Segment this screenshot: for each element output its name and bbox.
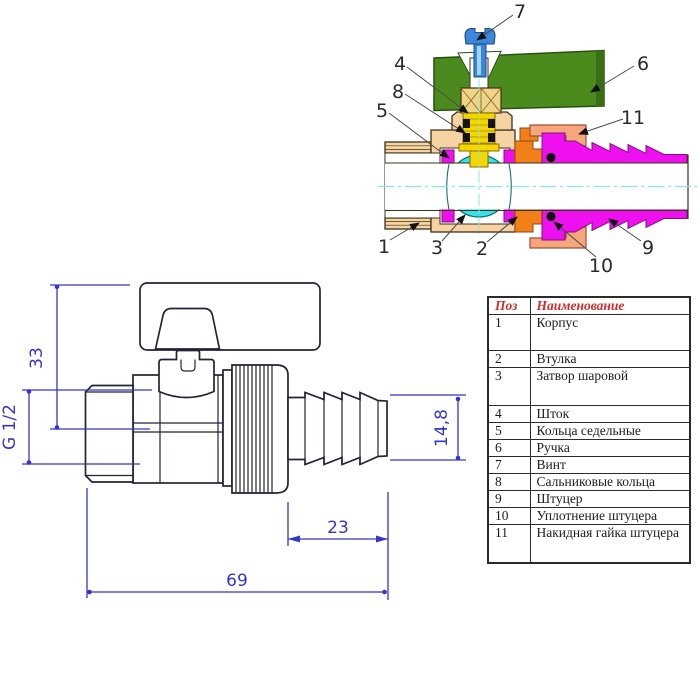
part-pos: 4	[487, 405, 531, 423]
thumb-grip	[154, 307, 221, 350]
dim-69: 69	[226, 571, 248, 591]
o-ring-bottom	[546, 211, 556, 222]
callout-9: 9	[642, 237, 654, 259]
part-name: Кольца седельные	[529, 422, 691, 440]
dim-33: 33	[27, 347, 47, 369]
part-name: Втулка	[529, 350, 691, 368]
callout-6: 6	[637, 53, 649, 75]
part-name: Корпус	[529, 314, 691, 351]
part-name: Шток	[529, 405, 691, 423]
part-pos: 10	[487, 507, 531, 525]
callout-11: 11	[621, 107, 645, 129]
part-pos: 9	[487, 490, 531, 508]
part-name: Накидная гайка штуцера	[529, 524, 691, 563]
o-ring-top	[546, 152, 556, 163]
hose-barb	[287, 391, 388, 466]
callout-4: 4	[394, 53, 406, 75]
part-pos: 7	[487, 456, 531, 474]
part-name: Затвор шаровой	[529, 367, 691, 406]
col-header-pos: Поз	[487, 296, 531, 315]
part-name: Ручка	[529, 439, 691, 457]
callout-10: 10	[589, 255, 613, 277]
leader-lines	[388, 14, 642, 258]
callout-7: 7	[514, 1, 526, 23]
callout-3: 3	[431, 237, 443, 259]
part-pos: 3	[487, 367, 531, 406]
stem-housing	[158, 349, 215, 399]
handle-shape	[433, 49, 605, 112]
callout-5: 5	[376, 100, 388, 122]
part-pos: 2	[487, 350, 531, 368]
part-pos: 1	[487, 314, 531, 351]
table-header-row: Поз Наименование	[487, 296, 691, 315]
dimensions: 33 G 1/2 14,8 23 69	[0, 284, 466, 600]
part-pos: 11	[487, 524, 531, 563]
part-name: Винт	[529, 456, 691, 474]
thread-end	[84, 384, 134, 483]
part-name: Сальниковые кольца	[529, 473, 691, 491]
dim-23: 23	[327, 518, 349, 538]
col-header-name: Наименование	[529, 296, 691, 315]
dimension-drawing: 33 G 1/2 14,8 23 69	[0, 282, 466, 600]
part-pos: 6	[487, 439, 531, 457]
callout-1: 1	[378, 236, 390, 258]
part-name: Штуцер	[529, 490, 691, 508]
section-diagram: 7 6 4 8 5 11 1 3 2 10 9	[376, 1, 697, 277]
part-name: Уплотнение штуцера	[529, 507, 691, 525]
callout-2: 2	[476, 238, 488, 260]
valve-outline	[84, 282, 388, 494]
part-pos: 5	[487, 422, 531, 440]
part-pos: 8	[487, 473, 531, 491]
dim-148: 14,8	[432, 409, 452, 447]
dim-g12: G 1/2	[0, 404, 20, 450]
callout-8: 8	[392, 81, 404, 103]
